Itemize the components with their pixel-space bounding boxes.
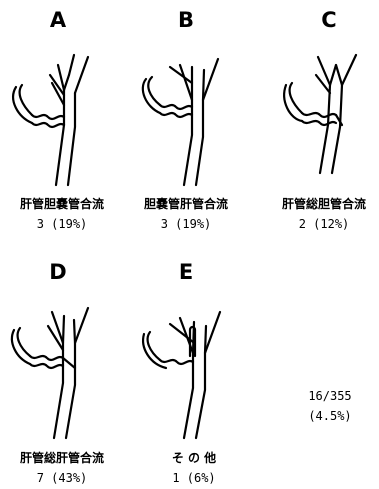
panel-b-letter: B [166,10,206,31]
panel-b-stat: 3 (19%) [126,218,246,230]
summary-percent: (4.5%) [285,410,375,422]
panel-a-caption: 肝管胆嚢管合流 [2,198,122,210]
panel-d-caption: 肝管総肝管合流 [2,452,122,464]
panel-c-stat: 2 (12%) [264,218,379,230]
panel-c-caption: 肝管総胆管合流 [264,198,379,210]
panel-a-duct-diagram [8,45,118,185]
panel-c-letter: C [309,10,349,31]
panel-d-stat: 7 (43%) [2,472,122,484]
summary-ratio: 16/355 [285,390,375,402]
panel-e-stat: 1 (6%) [134,472,254,484]
panel-e-caption: そ の 他 [134,452,254,464]
panel-e-duct-diagram [140,298,250,438]
panel-b-duct-diagram [140,45,250,185]
panel-b-caption: 胆嚢管肝管合流 [126,198,246,210]
panel-a-letter: A [38,10,78,31]
panel-c-duct-diagram [278,45,379,185]
panel-d-duct-diagram [8,298,118,438]
panel-d-letter: D [38,262,78,283]
panel-e-letter: E [166,262,206,283]
panel-a-stat: 3 (19%) [2,218,122,230]
